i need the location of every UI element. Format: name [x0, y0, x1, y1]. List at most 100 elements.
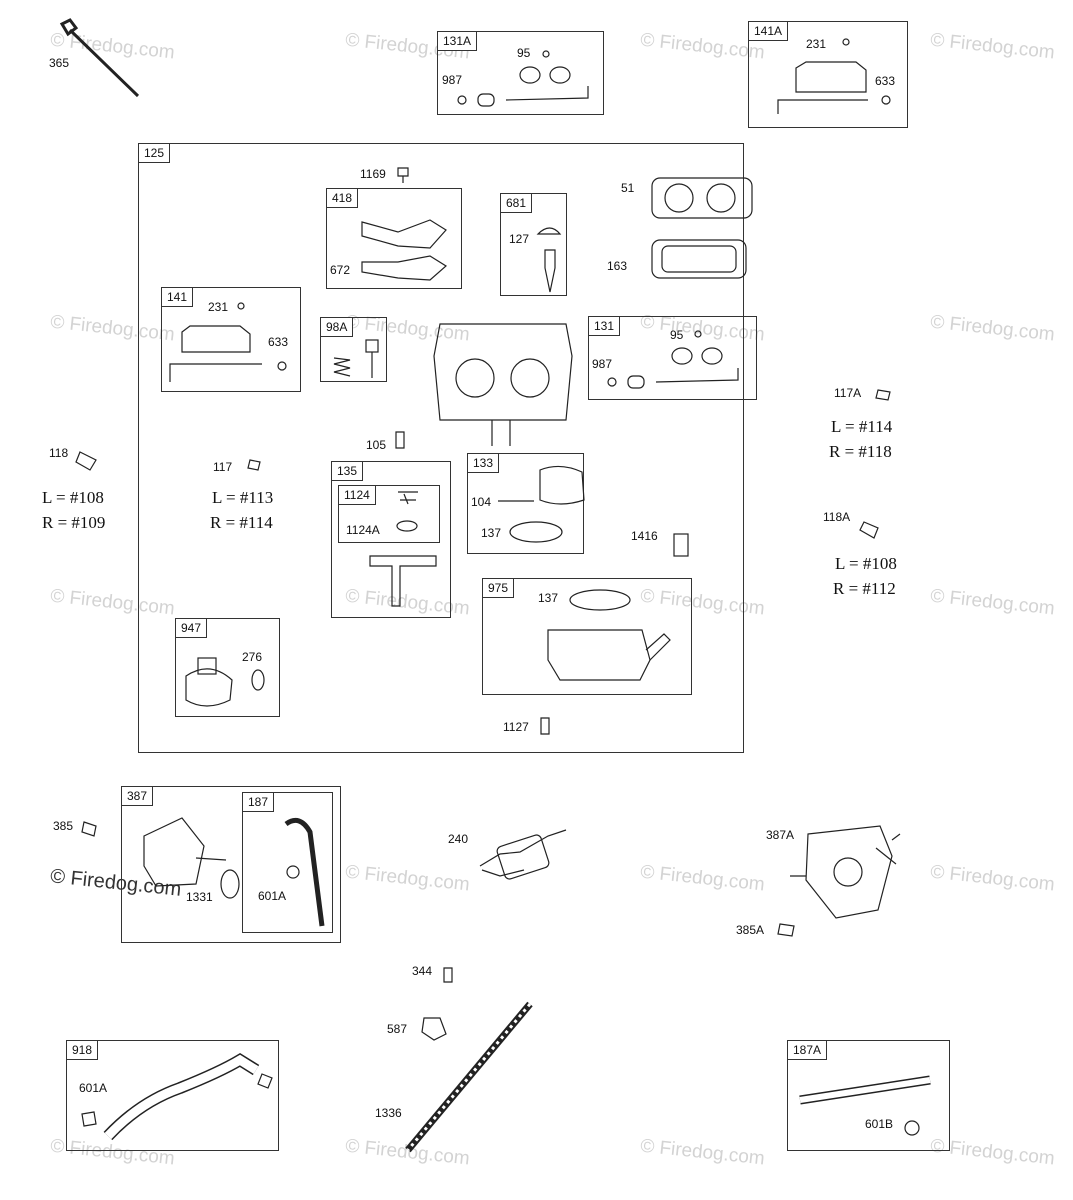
label-163: 163 — [607, 259, 628, 273]
plate-d — [701, 347, 723, 365]
label-987: 987 — [442, 73, 463, 87]
screw-385 — [81, 821, 97, 837]
needle — [544, 249, 556, 293]
box-tag: 975 — [483, 579, 515, 598]
box-187: 187 — [242, 792, 333, 933]
float — [369, 555, 437, 607]
filter-240 — [479, 829, 567, 877]
label-118: 118 — [49, 446, 69, 460]
box-tag: 387 — [122, 787, 154, 806]
box-975: 975 — [482, 578, 692, 695]
screw-118 — [75, 451, 97, 471]
box-tag: 418 — [327, 189, 359, 208]
cap-127 — [536, 227, 562, 235]
screw-95b — [694, 330, 702, 338]
note-l: L = #108 — [835, 554, 897, 573]
oring-1124A — [396, 520, 418, 532]
screw-118A — [859, 521, 879, 539]
screw-95a — [542, 50, 550, 58]
box-tag: 135 — [332, 462, 364, 481]
box-133: 133 — [467, 453, 584, 554]
screw-385A — [777, 923, 795, 937]
screw-231b — [237, 302, 245, 310]
label-240: 240 — [448, 832, 469, 846]
shaft — [505, 86, 589, 101]
screw-344 — [443, 967, 453, 983]
bushing-b — [627, 375, 645, 389]
label-1169: 1169 — [360, 167, 386, 181]
label-601A: 601A — [258, 889, 287, 903]
screw-1127 — [540, 717, 550, 735]
shaft-141A — [777, 99, 868, 114]
label-1336: 1336 — [375, 1106, 402, 1120]
screw-105 — [395, 431, 405, 449]
washer-633a — [881, 95, 891, 105]
plate-a — [519, 66, 541, 84]
box-918: 918 — [66, 1040, 279, 1151]
hose-187 — [284, 817, 325, 927]
label-1416: 1416 — [631, 529, 658, 543]
hose-918 — [103, 1052, 260, 1141]
label-127: 127 — [509, 232, 530, 246]
box-tag: 141A — [749, 22, 789, 41]
label-51: 51 — [621, 181, 635, 195]
box-tag: 133 — [468, 454, 500, 473]
label-385A: 385A — [736, 923, 765, 937]
label-1124A: 1124A — [346, 523, 380, 537]
box-131A: 131A — [437, 31, 604, 115]
box-141A: 141A — [748, 21, 908, 128]
note-l: L = #108 — [42, 488, 104, 507]
bowl — [539, 465, 585, 505]
shaft-141 — [169, 363, 262, 382]
washer — [457, 95, 467, 105]
label-231: 231 — [208, 300, 229, 314]
box-tag: 98A — [321, 318, 354, 337]
box-135: 135 — [331, 461, 451, 618]
box-tag: 681 — [501, 194, 533, 213]
screw-231a — [842, 38, 850, 46]
clamp-601B — [904, 1120, 920, 1136]
plate-141 — [181, 325, 251, 353]
screw-117A — [875, 389, 891, 401]
label-1127: 1127 — [503, 720, 529, 734]
solenoid — [185, 668, 233, 707]
label-1331: 1331 — [186, 890, 213, 904]
gasket-51 — [651, 177, 753, 219]
tube-1336 — [405, 1001, 533, 1153]
gasket-418a — [361, 219, 447, 249]
clamp-601A-b — [257, 1073, 273, 1089]
box-98A: 98A — [320, 317, 387, 382]
box-187A: 187A — [787, 1040, 950, 1151]
plate-c — [671, 347, 693, 365]
clamp — [286, 865, 300, 879]
label-987: 987 — [592, 357, 613, 371]
label-587: 587 — [387, 1022, 408, 1036]
washer-987b — [607, 377, 617, 387]
box-1124: 1124 — [338, 485, 440, 543]
label-276: 276 — [242, 650, 263, 664]
label-385: 385 — [53, 819, 74, 833]
box-tag: 918 — [67, 1041, 99, 1060]
box-418: 418 — [326, 188, 462, 289]
label-137: 137 — [481, 526, 502, 540]
box-141: 141 — [161, 287, 301, 392]
note-r: R = #109 — [42, 513, 106, 532]
shaft-131 — [655, 368, 739, 383]
label-137: 137 — [538, 591, 559, 605]
oring-137b — [569, 589, 631, 611]
box-681: 681 — [500, 193, 567, 296]
box-387: 387 — [121, 786, 341, 943]
box-tag: 187A — [788, 1041, 828, 1060]
pump-387A — [805, 825, 893, 919]
note-r: R = #112 — [833, 579, 896, 598]
group-125-tag: 125 — [139, 144, 171, 163]
note-r: R = #114 — [210, 513, 273, 532]
oring-1331 — [220, 869, 240, 899]
bushing — [477, 93, 495, 107]
label-104: 104 — [471, 495, 492, 509]
oring-137 — [509, 521, 563, 543]
label-633: 633 — [268, 335, 289, 349]
screw-1169 — [397, 167, 409, 183]
label-231: 231 — [806, 37, 827, 51]
